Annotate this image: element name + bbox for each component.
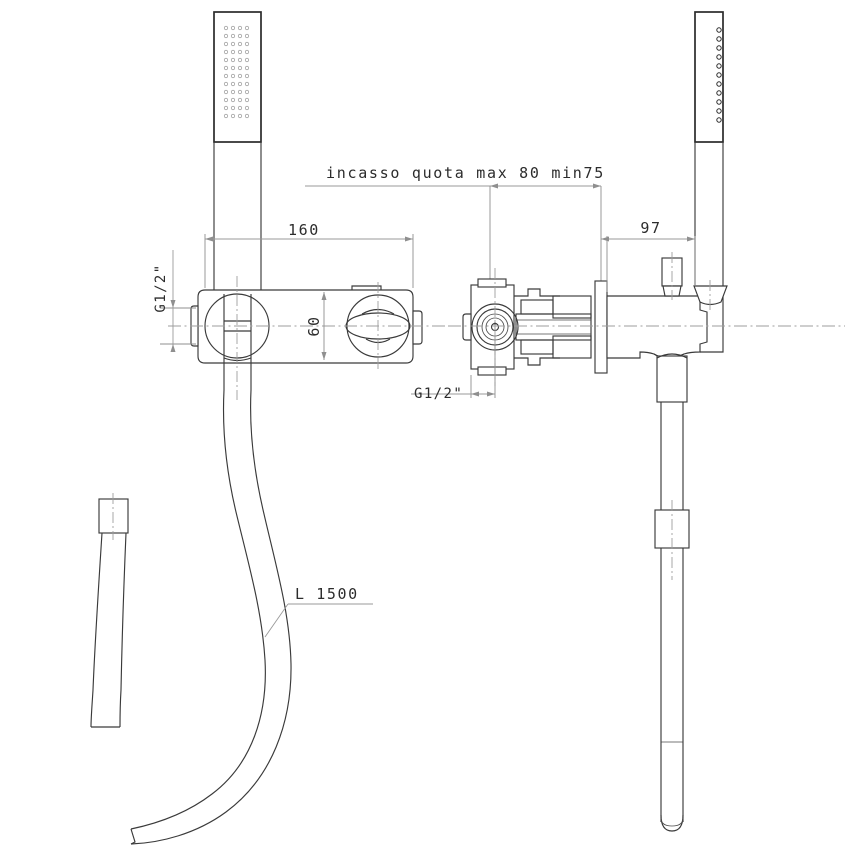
mixer-body-front-view	[190, 285, 423, 390]
hose-collar	[98, 498, 129, 534]
label-hose-length: L 1500	[264, 585, 373, 638]
escutcheon-flange	[594, 280, 608, 374]
dimension-g12-vertical: G1/2"	[153, 250, 196, 352]
dimension-97: 97	[601, 219, 696, 292]
handshower-front-view	[213, 11, 262, 290]
dimension-recess-note: incasso quota max 80 min75	[305, 164, 605, 300]
spray-holes-grid	[223, 25, 250, 119]
spray-holes-column	[716, 27, 722, 123]
dim-label-g12-horizontal: G1/2"	[414, 386, 463, 402]
mixer-body-side-view	[462, 252, 728, 376]
hose-cone-connector	[693, 285, 728, 306]
dim-label-L1500: L 1500	[295, 585, 359, 603]
dim-label-97: 97	[640, 219, 661, 237]
hose-end-fitting	[90, 493, 129, 728]
dim-label-160: 160	[288, 221, 320, 239]
dim-label-g12-vertical: G1/2"	[153, 263, 169, 312]
dimension-160: 160	[204, 221, 414, 288]
note-label-incasso: incasso quota max 80 min75	[326, 164, 605, 182]
dim-label-60: 60	[305, 315, 323, 336]
flexible-hose-curved	[130, 389, 292, 845]
dimension-g12-horizontal: G1/2"	[411, 336, 496, 402]
handshower-side-view	[694, 11, 724, 286]
hose-top-collar	[656, 355, 688, 403]
flexible-hose-straight	[654, 353, 690, 832]
dimension-60: 60	[305, 292, 327, 360]
rough-in-valve-body	[470, 284, 515, 370]
